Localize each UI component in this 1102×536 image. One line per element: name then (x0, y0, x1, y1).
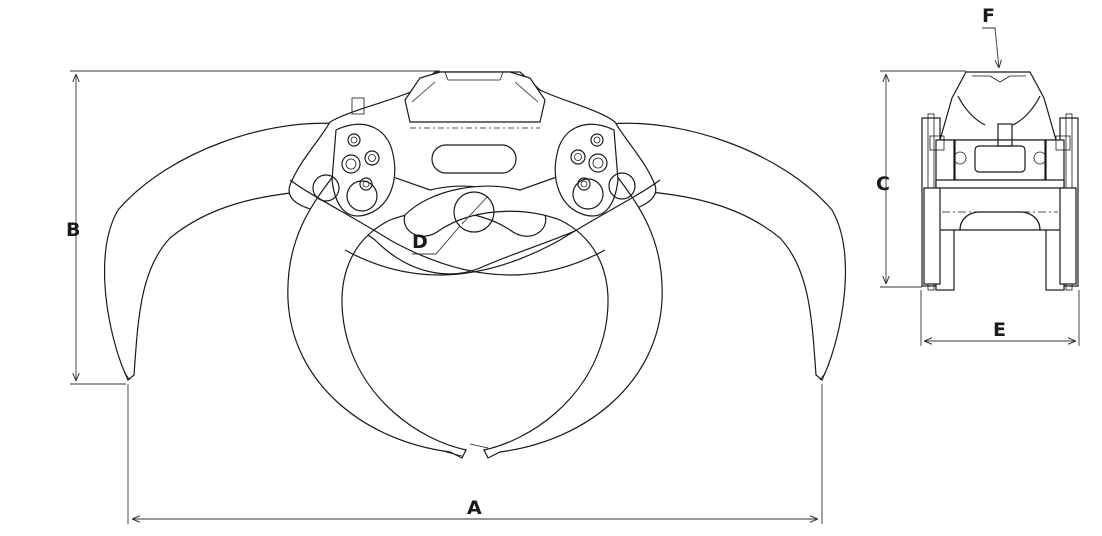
front-view-grapple (104, 71, 846, 459)
pivot-pin-d (453, 191, 495, 233)
label-c: C (876, 173, 890, 195)
dimension-b: B (66, 70, 440, 385)
dimension-e: E (920, 290, 1080, 346)
dimension-f: F (982, 5, 999, 68)
housing-slot (431, 144, 517, 174)
side-view-grapple (921, 71, 1079, 291)
dimension-a: A (127, 384, 823, 524)
label-f: F (982, 5, 995, 27)
left-bracket (331, 123, 396, 217)
right-outer-tine (608, 122, 846, 381)
dimension-d: D (412, 195, 489, 255)
left-outer-tine (104, 122, 342, 381)
right-inner-jaw (403, 159, 663, 459)
left-inner-jaw (287, 159, 547, 459)
rotator-cap (404, 71, 546, 123)
label-a: A (467, 497, 482, 519)
label-d: D (412, 231, 428, 253)
label-e: E (993, 319, 1006, 341)
dimension-c: C (876, 70, 966, 288)
right-bracket (554, 123, 619, 217)
label-b: B (66, 219, 80, 241)
